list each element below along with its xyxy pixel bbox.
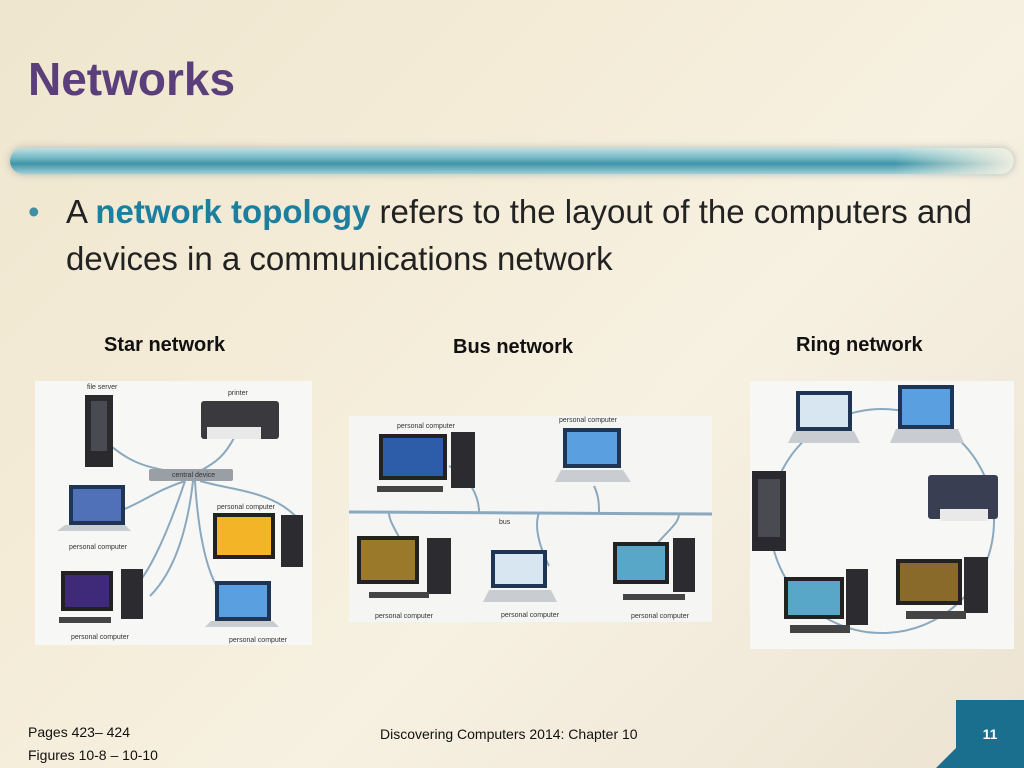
desktop-computer-icon: personal computer — [613, 538, 695, 620]
page-corner-decoration — [936, 748, 956, 768]
bus-pc-bottom-left-caption: personal computer — [375, 613, 434, 620]
desktop-computer-icon: personal computer — [59, 569, 143, 641]
laptop-icon — [890, 385, 964, 443]
server-tower-icon — [752, 471, 786, 551]
star-pc-bottom-right-caption: personal computer — [229, 637, 288, 644]
laptop-icon: personal computer — [555, 417, 631, 482]
footer-references: Pages 423– 424 Figures 10-8 – 10-10 — [28, 721, 158, 767]
bullet-text: A network topology refers to the layout … — [66, 188, 1008, 282]
bus-pc-bottom-mid-caption: personal computer — [501, 612, 560, 619]
desktop-computer-icon: personal computer — [377, 423, 475, 492]
title-underline-bar — [10, 148, 1014, 174]
star-printer-caption: printer — [228, 390, 249, 397]
desktop-computer-icon — [896, 557, 988, 619]
star-pc-bottom-left-caption: personal computer — [71, 634, 130, 641]
file-server-icon: file server — [85, 384, 118, 467]
laptop-icon: personal computer — [205, 581, 288, 644]
page-number: 11 — [982, 726, 998, 742]
ring-network-label: Ring network — [796, 334, 923, 356]
laptop-icon — [788, 391, 860, 443]
desktop-computer-icon: personal computer — [357, 536, 451, 620]
bus-pc-top-left-caption: personal computer — [397, 423, 456, 430]
star-central-device-caption: central device — [172, 472, 215, 479]
printer-icon — [928, 475, 998, 521]
star-pc-right-caption: personal computer — [217, 504, 276, 511]
laptop-icon: personal computer — [483, 550, 560, 619]
star-file-server-caption: file server — [87, 384, 118, 391]
star-pc-left-caption: personal computer — [69, 544, 128, 551]
ring-network-figure — [750, 381, 1014, 649]
central-device-icon: central device — [149, 469, 233, 481]
page-number-box — [956, 700, 1024, 768]
bullet-point: • A network topology refers to the layou… — [28, 188, 1008, 282]
bullet-rest: refers to the layout of the computers an… — [66, 193, 973, 277]
laptop-icon: personal computer — [57, 485, 131, 551]
bullet-dot-icon: • — [28, 193, 40, 230]
desktop-computer-icon — [784, 569, 868, 633]
star-network-figure: file server printer central device perso… — [35, 381, 312, 645]
star-network-label: Star network — [104, 334, 226, 356]
bus-network-figure: bus personal computer personal computer — [349, 416, 712, 622]
footer-figures: Figures 10-8 – 10-10 — [28, 747, 158, 763]
desktop-computer-icon: personal computer — [213, 504, 303, 567]
bullet-keyword: network topology — [95, 193, 371, 230]
footer-course-title: Discovering Computers 2014: Chapter 10 — [380, 726, 638, 742]
printer-icon: printer — [201, 390, 279, 439]
footer-pages: Pages 423– 424 — [28, 724, 130, 740]
bus-network-label: Bus network — [453, 336, 574, 358]
bus-pc-bottom-right-caption: personal computer — [631, 613, 690, 620]
bus-pc-top-right-caption: personal computer — [559, 417, 618, 424]
bus-caption: bus — [499, 519, 511, 526]
slide-title: Networks — [28, 53, 236, 105]
bullet-prefix: A — [66, 193, 96, 230]
